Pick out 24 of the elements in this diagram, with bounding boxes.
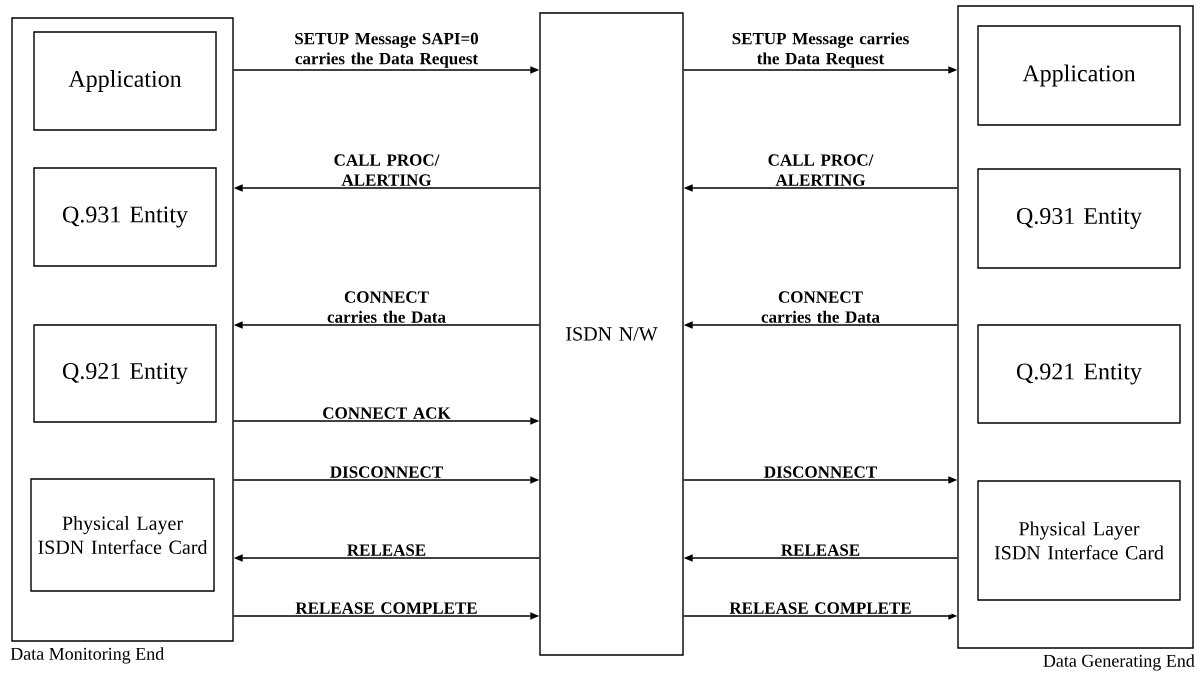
edge-label: SETUP Message SAPI=0 carries the Data Request	[295, 32, 479, 68]
layer-box: Q.931 Entity	[33, 167, 217, 267]
layer-box: Q.921 Entity	[33, 324, 217, 423]
edge-label: DISCONNECT	[764, 466, 877, 478]
edge-label: CALL PROC/ ALERTING	[334, 154, 440, 186]
layer-box: Physical Layer ISDN Interface Card	[977, 480, 1181, 601]
edge-label: CONNECT carries the Data	[327, 291, 446, 323]
edge-label: DISCONNECT	[330, 466, 443, 478]
edge-label: CONNECT ACK	[323, 407, 451, 419]
layer-box: Q.931 Entity	[977, 168, 1181, 269]
layer-box: Application	[977, 25, 1181, 126]
layer-box: Application	[33, 31, 217, 131]
end-label: Data Monitoring End	[10, 647, 164, 664]
edge-label: RELEASE	[781, 544, 860, 556]
edge-label: CONNECT carries the Data	[761, 291, 880, 323]
network-box: ISDN N/W	[539, 12, 684, 656]
edge-label: CALL PROC/ ALERTING	[768, 154, 874, 186]
edge-label: RELEASE	[347, 544, 426, 556]
layer-box: Physical Layer ISDN Interface Card	[30, 478, 215, 592]
edge-label: SETUP Message carries the Data Request	[732, 32, 909, 68]
end-label: Data Generating End	[1043, 654, 1195, 671]
edge-label: RELEASE COMPLETE	[295, 602, 477, 614]
edge-label: RELEASE COMPLETE	[729, 602, 911, 614]
layer-box: Q.921 Entity	[977, 324, 1181, 424]
